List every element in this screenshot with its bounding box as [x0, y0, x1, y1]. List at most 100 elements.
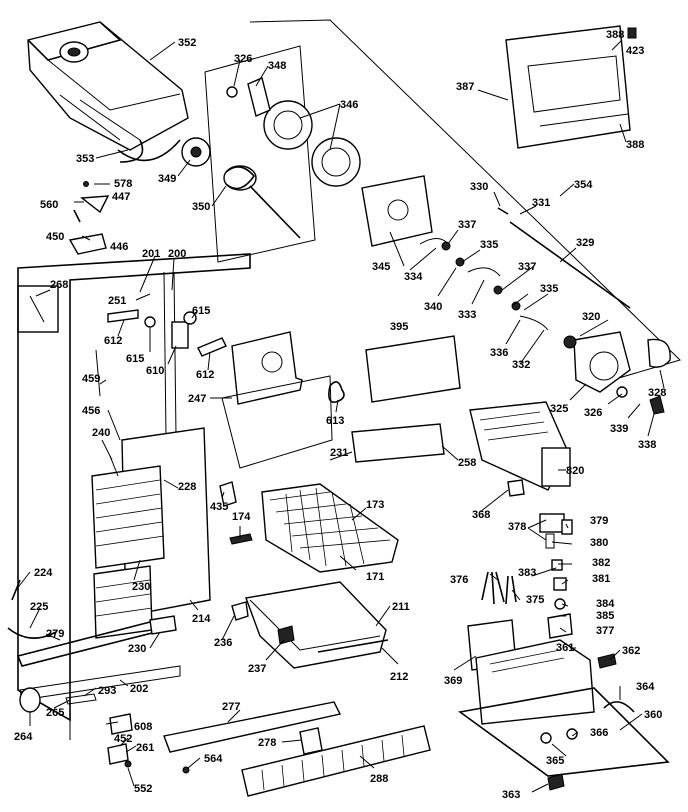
label-171: 171 — [366, 571, 384, 583]
label-337-b: 337 — [518, 261, 536, 273]
label-352: 352 — [178, 37, 196, 49]
label-330: 330 — [470, 181, 488, 193]
label-380: 380 — [590, 537, 608, 549]
label-224: 224 — [34, 567, 53, 579]
label-612-a: 612 — [104, 335, 122, 347]
label-332: 332 — [512, 359, 530, 371]
label-320: 320 — [582, 311, 600, 323]
dispenser-door-387 — [505, 25, 637, 149]
label-820: 820 — [566, 465, 584, 477]
auger-pair-346 — [263, 100, 361, 187]
label-173: 173 — [366, 499, 384, 511]
label-360: 360 — [644, 709, 662, 721]
label-388-bottom: 388 — [626, 139, 644, 151]
label-382: 382 — [592, 557, 610, 569]
label-615-a: 615 — [192, 305, 210, 317]
label-230-a: 230 — [132, 581, 150, 593]
label-353: 353 — [76, 153, 94, 165]
label-258: 258 — [458, 457, 476, 469]
label-237: 237 — [248, 663, 266, 675]
label-337-a: 337 — [458, 219, 476, 231]
label-378: 378 — [508, 521, 526, 533]
label-376: 376 — [450, 574, 468, 586]
label-379: 379 — [590, 515, 608, 527]
part-number-labels: 352 326 348 346 353 349 350 578 447 560 … — [14, 29, 666, 801]
label-348: 348 — [268, 60, 286, 72]
label-268: 268 — [50, 279, 68, 291]
label-350: 350 — [192, 201, 210, 213]
label-610: 610 — [146, 365, 164, 377]
label-564: 564 — [204, 753, 223, 765]
evaporator-228 — [91, 427, 211, 639]
label-201: 201 — [142, 248, 160, 260]
label-377: 377 — [596, 625, 614, 637]
label-385: 385 — [596, 610, 614, 622]
label-366: 366 — [590, 727, 608, 739]
label-261: 261 — [136, 742, 154, 754]
label-202: 202 — [130, 683, 148, 695]
label-383: 383 — [518, 567, 536, 579]
label-365: 365 — [546, 755, 564, 767]
label-338: 338 — [638, 439, 656, 451]
label-368: 368 — [472, 509, 490, 521]
label-288: 288 — [370, 773, 388, 785]
label-214: 214 — [192, 613, 211, 625]
label-326: 326 — [234, 53, 252, 65]
label-459: 459 — [82, 373, 100, 385]
dispenser-base-360 — [458, 619, 670, 791]
auger-350 — [223, 165, 301, 239]
label-279: 279 — [46, 628, 64, 640]
label-362: 362 — [622, 645, 640, 657]
label-375: 375 — [526, 594, 544, 606]
label-247: 247 — [188, 393, 206, 405]
label-230-b: 230 — [128, 643, 146, 655]
ice-bucket-352 — [27, 21, 189, 163]
label-447: 447 — [112, 191, 130, 203]
part-drawings — [7, 19, 681, 797]
label-326-b: 326 — [584, 407, 602, 419]
label-236: 236 — [214, 637, 232, 649]
label-446: 446 — [110, 241, 128, 253]
label-174: 174 — [232, 511, 251, 523]
icemaker-820 — [469, 401, 571, 491]
label-331: 331 — [532, 197, 550, 209]
label-265: 265 — [46, 707, 64, 719]
label-387: 387 — [456, 81, 474, 93]
label-325: 325 — [550, 403, 568, 415]
crisper-bin-211 — [245, 581, 389, 669]
label-361: 361 — [556, 642, 574, 654]
label-335-a: 335 — [480, 239, 498, 251]
label-212: 212 — [390, 671, 408, 683]
label-339: 339 — [610, 423, 628, 435]
label-293: 293 — [98, 685, 116, 697]
label-240: 240 — [92, 427, 110, 439]
label-384: 384 — [596, 598, 615, 610]
label-435: 435 — [210, 501, 228, 513]
label-333: 333 — [458, 309, 476, 321]
leader-lines — [15, 39, 665, 793]
label-264: 264 — [14, 731, 33, 743]
label-354: 354 — [574, 179, 593, 191]
label-364: 364 — [636, 681, 655, 693]
label-231: 231 — [330, 447, 348, 459]
drive-gear-349 — [181, 137, 211, 167]
label-578: 578 — [114, 178, 132, 190]
label-456: 456 — [82, 405, 100, 417]
label-381: 381 — [592, 573, 610, 585]
label-328: 328 — [648, 387, 666, 399]
label-329: 329 — [576, 237, 594, 249]
label-395: 395 — [390, 321, 408, 333]
label-225: 225 — [30, 601, 48, 613]
label-560: 560 — [40, 199, 58, 211]
wire-shelf-171 — [261, 483, 399, 573]
label-452: 452 — [114, 733, 132, 745]
label-346: 346 — [340, 99, 358, 111]
label-211: 211 — [392, 601, 410, 613]
label-200: 200 — [168, 248, 186, 260]
label-334: 334 — [404, 271, 423, 283]
label-369: 369 — [444, 675, 462, 687]
label-278: 278 — [258, 737, 276, 749]
label-277: 277 — [222, 701, 240, 713]
motor-325 — [563, 331, 631, 393]
